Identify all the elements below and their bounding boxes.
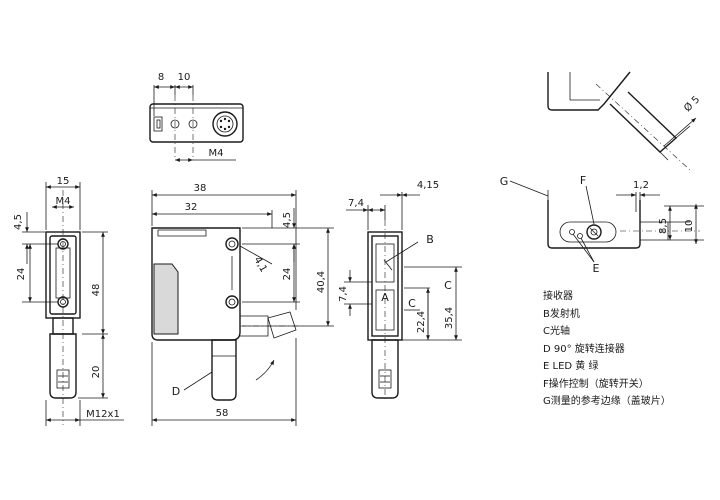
dim-8-5-label: 8,5 <box>658 218 669 234</box>
dim-4-1-label: 4,1 <box>251 255 268 274</box>
dim-m4-top-label: M4 <box>209 148 224 159</box>
dim-7-4-left-label: 7,4 <box>338 286 349 302</box>
legend-item-receiver: 接收器 <box>543 291 573 302</box>
dim-4-5-left-label: 4,5 <box>13 214 24 230</box>
callout-f: F <box>580 174 586 187</box>
callout-d: D <box>172 385 180 398</box>
legend-item-reference-edge: G测量的参考边缘（盖玻片） <box>543 396 671 407</box>
dim-38-label: 38 <box>194 183 207 194</box>
callout-c-axis: C <box>408 297 416 310</box>
side-view: 7,4 4,15 7,4 A B C 22,4 35,4 C <box>338 180 462 400</box>
left-side-view: 15 M4 4,5 24 48 20 M12x1 <box>13 176 124 426</box>
top-view: 8 10 M4 <box>149 72 244 162</box>
dim-20-label: 20 <box>91 366 102 379</box>
dim-1-2-label: 1,2 <box>633 180 649 191</box>
dim-m4-left-label: M4 <box>56 196 71 207</box>
dim-m12x1-label: M12x1 <box>86 409 120 420</box>
callout-e: E <box>593 262 600 275</box>
callout-a: A <box>381 291 389 304</box>
dim-10-label: 10 <box>178 72 191 83</box>
dim-35-4-label: 35,4 <box>444 307 455 329</box>
dim-15-label: 15 <box>57 176 70 187</box>
dim-48-label: 48 <box>91 284 102 297</box>
callout-b: B <box>426 233 434 246</box>
legend: 接收器 B发射机 C光轴 D 90° 旋转连接器 E LED 黄 绿 F操作控制… <box>543 288 713 411</box>
legend-item-rotatable-connector: D 90° 旋转连接器 <box>543 343 625 355</box>
dim-7-4-top-label: 7,4 <box>348 198 364 209</box>
cable-detail-view: Ø 5 <box>547 71 702 171</box>
dim-22-4-label: 22,4 <box>416 311 427 333</box>
dim-58-label: 58 <box>216 408 229 419</box>
dim-32-label: 32 <box>185 202 198 213</box>
dim-24-front-label: 24 <box>282 268 293 281</box>
legend-item-emitter: B发射机 <box>543 308 580 320</box>
callout-g: G <box>500 175 509 188</box>
dim-10-detail-label: 10 <box>684 220 695 233</box>
legend-item-optical-axis: C光轴 <box>543 326 570 337</box>
dim-8-label: 8 <box>158 72 164 83</box>
dim-phi-5-label: Ø 5 <box>681 93 702 114</box>
dim-4-5-front-label: 4,5 <box>282 212 293 228</box>
legend-item-led: E LED 黄 绿 <box>543 361 599 372</box>
control-detail-view: G F E 1,2 8,5 10 <box>500 174 704 275</box>
callout-c-outer: C <box>444 279 452 292</box>
dim-40-4-label: 40,4 <box>316 271 327 293</box>
front-view: 38 32 4,5 24 40,4 4,1 58 D <box>151 183 334 426</box>
dim-4-15-label: 4,15 <box>417 180 439 191</box>
legend-item-operating-control: F操作控制（旋转开关） <box>543 378 649 390</box>
dim-24-left-label: 24 <box>16 268 27 281</box>
